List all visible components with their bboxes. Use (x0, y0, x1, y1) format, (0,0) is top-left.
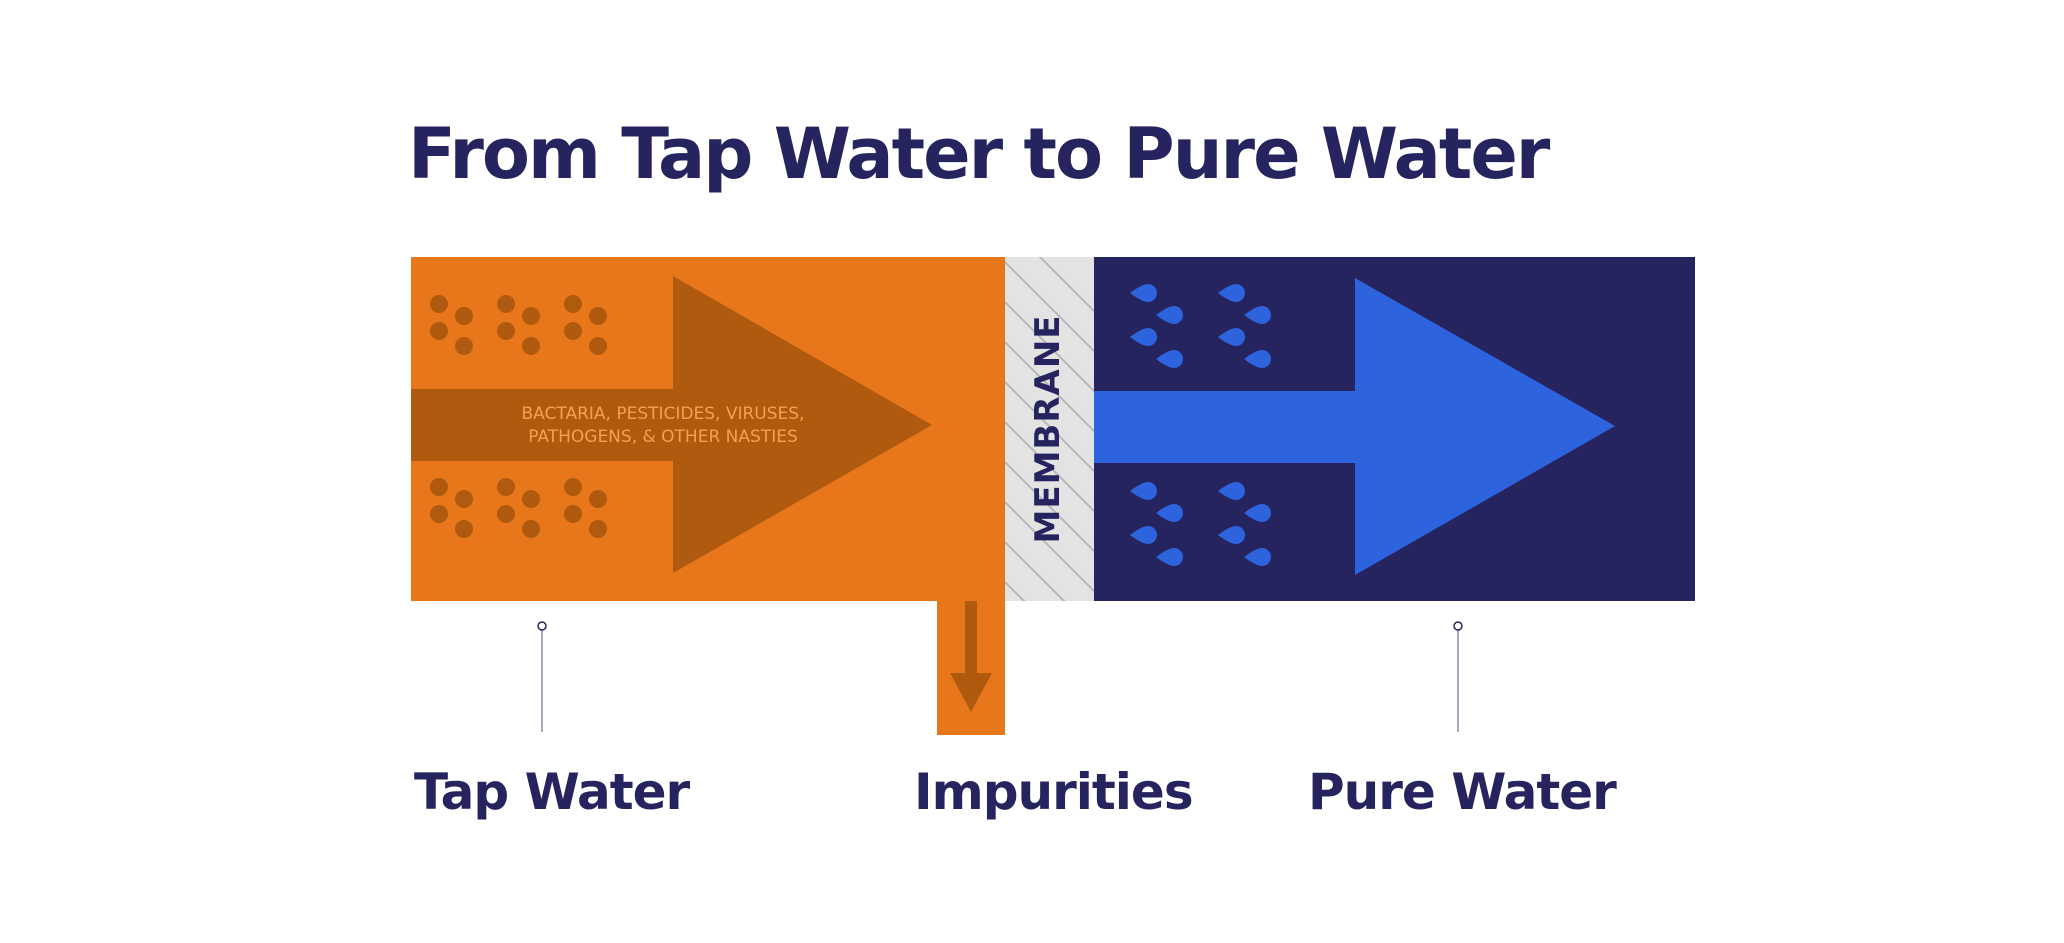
impurity-particle (430, 478, 448, 496)
impurity-particle (589, 337, 607, 355)
membrane-stripe (1005, 300, 1094, 393)
water-drop-icon (1218, 328, 1245, 346)
membrane-stripe (1005, 540, 1066, 601)
arrow-text-line2: PATHOGENS, & OTHER NASTIES (528, 427, 798, 447)
membrane-stripe (1005, 580, 1026, 601)
pure-water-droplets (1130, 284, 1271, 566)
impurity-particle (497, 322, 515, 340)
tap-water-arrow (411, 276, 932, 573)
impurity-particle (455, 520, 473, 538)
impurity-particle (497, 478, 515, 496)
water-drop-icon (1130, 526, 1157, 544)
membrane-stripes (1000, 257, 1100, 717)
membrane-stripe (1005, 460, 1094, 553)
water-drop-icon (1156, 504, 1183, 522)
impurities-arrow-shaft (965, 601, 977, 674)
water-drop-icon (1130, 328, 1157, 346)
impurity-particle (497, 295, 515, 313)
pure-water-label: Pure Water (1308, 763, 1617, 821)
impurity-particle (564, 322, 582, 340)
water-drop-icon (1130, 284, 1157, 302)
membrane-stripe (1005, 500, 1094, 593)
tap-water-label: Tap Water (414, 763, 690, 821)
impurity-particle (522, 490, 540, 508)
water-drop-icon (1244, 548, 1271, 566)
membrane-block (1005, 257, 1094, 601)
impurity-particle (589, 307, 607, 325)
impurity-particle (564, 295, 582, 313)
impurity-particle (522, 520, 540, 538)
water-drop-icon (1218, 526, 1245, 544)
impurity-particle (430, 322, 448, 340)
water-drop-icon (1218, 482, 1245, 500)
water-drop-icon (1244, 350, 1271, 368)
water-drop-icon (1218, 284, 1245, 302)
water-drop-icon (1156, 548, 1183, 566)
impurity-particle (589, 520, 607, 538)
pure-water-arrow (1094, 278, 1615, 575)
impurity-particles (430, 295, 607, 538)
water-drop-icon (1244, 306, 1271, 324)
impurity-particle (455, 490, 473, 508)
arrow-text-line1: BACTARIA, PESTICIDES, VIRUSES, (522, 404, 805, 424)
water-drop-icon (1156, 350, 1183, 368)
impurity-particle (522, 337, 540, 355)
membrane-stripe (1005, 420, 1094, 513)
water-drop-icon (1130, 482, 1157, 500)
pure-water-pin (1453, 621, 1463, 732)
water-drop-icon (1244, 504, 1271, 522)
impurities-label: Impurities (914, 763, 1194, 821)
impurities-arrow-head (950, 673, 992, 712)
tap-water-pin (537, 621, 547, 732)
impurity-particle (564, 505, 582, 523)
membrane-stripe (1005, 340, 1094, 433)
impurity-particle (430, 295, 448, 313)
impurity-particle (497, 505, 515, 523)
impurity-particle (522, 307, 540, 325)
page-title: From Tap Water to Pure Water (408, 113, 1550, 195)
impurity-particle (564, 478, 582, 496)
impurity-particle (455, 307, 473, 325)
membrane-stripe (1000, 617, 1100, 717)
impurity-particle (589, 490, 607, 508)
impurity-particle (430, 505, 448, 523)
membrane-stripe (1005, 380, 1094, 473)
membrane-stripe (1005, 260, 1094, 353)
impurity-particle (455, 337, 473, 355)
water-drop-icon (1156, 306, 1183, 324)
membrane-stripe (1038, 257, 1094, 313)
membrane-label: MEMBRANE (1028, 315, 1068, 544)
